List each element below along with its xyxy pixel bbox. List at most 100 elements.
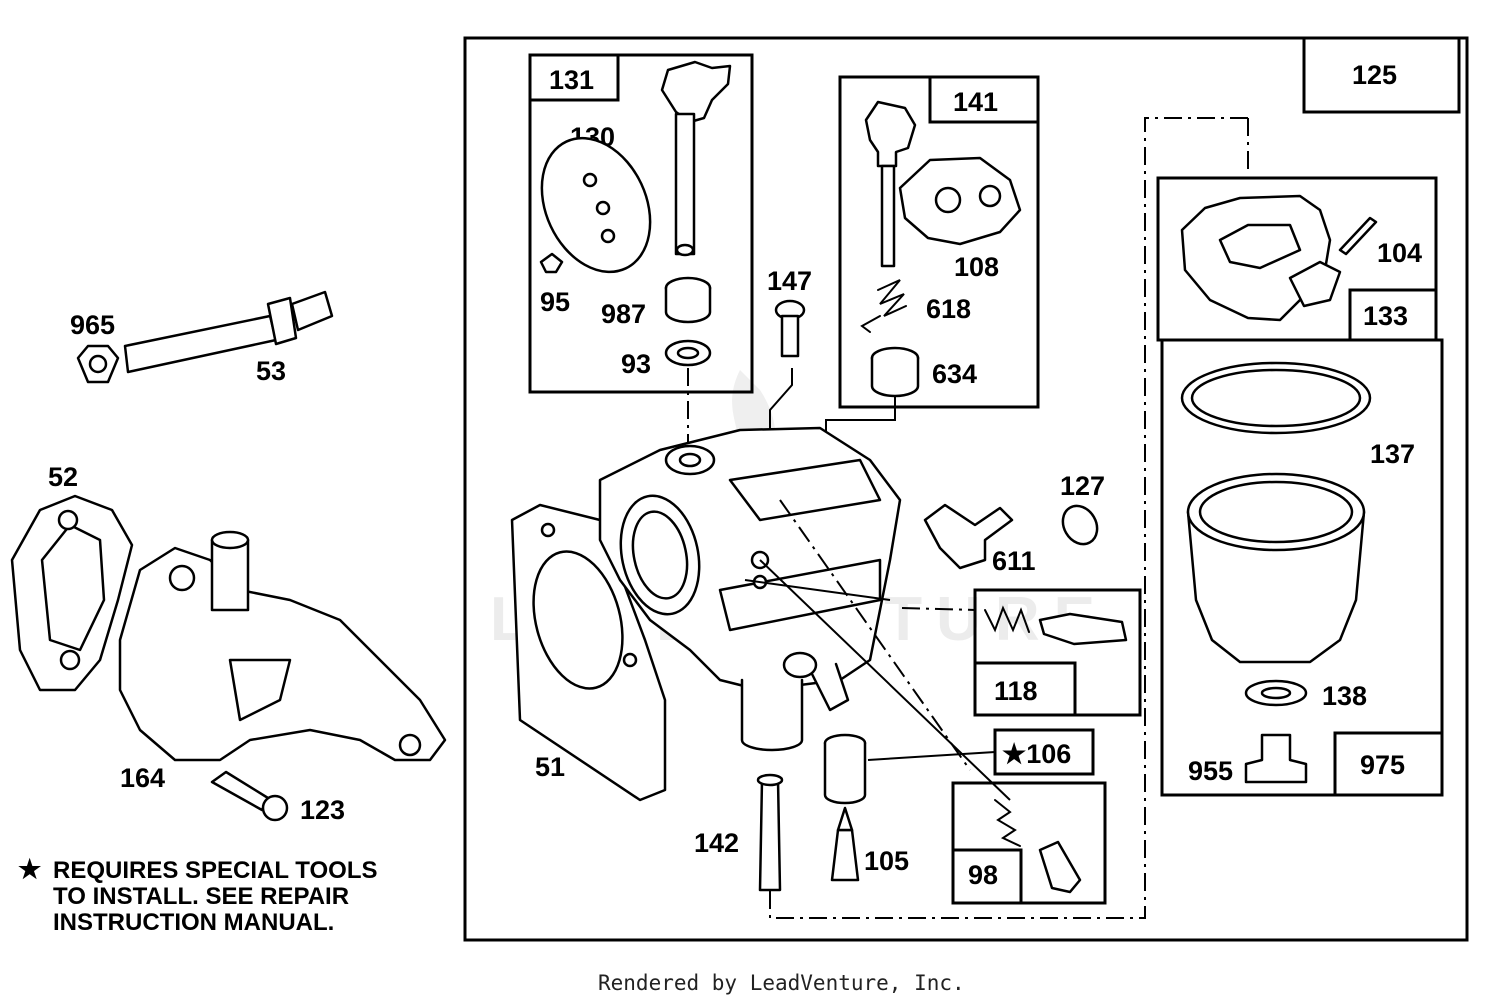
- leader-98-dash: [779, 499, 971, 771]
- float-bowl-inner: [1198, 480, 1354, 544]
- box-125: [1302, 36, 1461, 114]
- leader-118-dash: [901, 607, 976, 611]
- callout-131: 131: [549, 65, 594, 95]
- choke-spring-618: [877, 279, 907, 317]
- washer-127: [1061, 504, 1099, 546]
- throttle-lever: [660, 60, 732, 124]
- callout-987: 987: [601, 299, 646, 329]
- leader-98: [759, 559, 1011, 801]
- throttle-valve-plate: [540, 136, 652, 274]
- callout-975: 975: [1360, 750, 1405, 780]
- plate-hole: [595, 200, 611, 216]
- callout-51: 51: [535, 752, 565, 782]
- fitting-611: [923, 503, 1014, 570]
- note-line-2: TO INSTALL. SEE REPAIR: [53, 883, 349, 910]
- callout-133: 133: [1363, 301, 1408, 331]
- shaft-boss-hole: [678, 452, 702, 468]
- choke-plate-hole: [934, 186, 962, 214]
- box-118-tag: [973, 661, 1077, 717]
- spring-hook: [860, 315, 881, 333]
- callout-108: 108: [954, 252, 999, 282]
- seal-987: [664, 286, 712, 324]
- gasket-51-hole: [540, 522, 556, 538]
- pin-104: [1338, 216, 1378, 256]
- callout-98: 98: [968, 860, 998, 890]
- callout-142: 142: [694, 828, 739, 858]
- tube-142-top: [756, 773, 784, 787]
- seal-93-hole: [676, 346, 700, 360]
- stud-53-end: [290, 290, 334, 332]
- callout-106: ★106: [1002, 739, 1071, 769]
- seal-634: [870, 356, 920, 398]
- callout-634: 634: [932, 359, 977, 389]
- spring-118: [984, 605, 1030, 633]
- gasket-51-hole: [622, 652, 638, 668]
- plate-hole: [600, 228, 616, 244]
- fuel-well: [740, 678, 804, 752]
- leader-118: [744, 579, 891, 601]
- throttle-screw-95: [539, 252, 564, 274]
- callout-93: 93: [621, 349, 651, 379]
- callout-618: 618: [926, 294, 971, 324]
- manifold-hole: [168, 564, 196, 592]
- manifold-hole: [398, 733, 422, 757]
- spring-98: [994, 799, 1021, 847]
- washer-138-hole: [1260, 686, 1292, 700]
- screw-123-head: [261, 794, 289, 822]
- callout-118: 118: [994, 676, 1038, 706]
- choke-lever: [864, 100, 917, 168]
- manifold-flange: [228, 658, 292, 722]
- gasket-137-inner: [1190, 368, 1362, 428]
- callout-164: 164: [120, 763, 165, 793]
- stud-53-collar: [266, 296, 298, 346]
- manifold-post: [210, 538, 250, 612]
- box-141-tag: [928, 75, 1040, 124]
- callout-127: 127: [1060, 471, 1105, 501]
- nut-965-hole: [88, 354, 108, 374]
- callout-965: 965: [70, 310, 115, 340]
- footer-credit: Rendered by LeadVenture, Inc.: [598, 971, 965, 995]
- carb-mid-rail: [718, 558, 882, 632]
- box-98-tag: [951, 848, 1023, 905]
- note-line-3: INSTRUCTION MANUAL.: [53, 909, 334, 936]
- carb-boss: [782, 651, 818, 679]
- plate-hole: [582, 172, 598, 188]
- callout-138: 138: [1322, 681, 1367, 711]
- callout-137: 137: [1370, 439, 1415, 469]
- callout-141: 141: [953, 87, 998, 117]
- star-icon: ★: [18, 854, 42, 884]
- carburetor-bore-inner: [631, 510, 689, 600]
- main-assembly-frame: [463, 36, 1469, 942]
- bowl-nut-955: [1244, 733, 1308, 784]
- screw-147: [780, 314, 800, 358]
- gasket-52-hole: [57, 509, 79, 531]
- float-bowl: [1186, 510, 1366, 664]
- box-98: [951, 781, 1107, 905]
- float-group-outline: [769, 117, 1248, 919]
- callout-95: 95: [540, 287, 570, 317]
- throttle-shaft: [674, 112, 696, 256]
- idle-screw-98: [1038, 840, 1082, 894]
- choke-shaft: [880, 164, 896, 268]
- callout-611: 611: [992, 546, 1036, 576]
- needle-105: [830, 828, 860, 882]
- callout-52: 52: [48, 462, 78, 492]
- main-jet-106: [823, 741, 867, 805]
- intake-manifold-164: [118, 546, 447, 762]
- callout-147: 147: [767, 266, 812, 296]
- callout-123: 123: [300, 795, 345, 825]
- callout-125: 125: [1352, 60, 1397, 90]
- callout-53: 53: [256, 356, 286, 386]
- callout-955: 955: [1188, 756, 1233, 786]
- float-hinge: [1288, 260, 1342, 308]
- float-cutout: [1218, 223, 1302, 270]
- box-975-tag: [1333, 731, 1444, 797]
- shaft-end: [675, 243, 695, 257]
- callout-105: 105: [864, 846, 909, 876]
- leader-106: [867, 751, 996, 761]
- carb-leg: [808, 662, 850, 712]
- mixture-screw-118: [1038, 612, 1128, 646]
- stud-53: [123, 314, 278, 374]
